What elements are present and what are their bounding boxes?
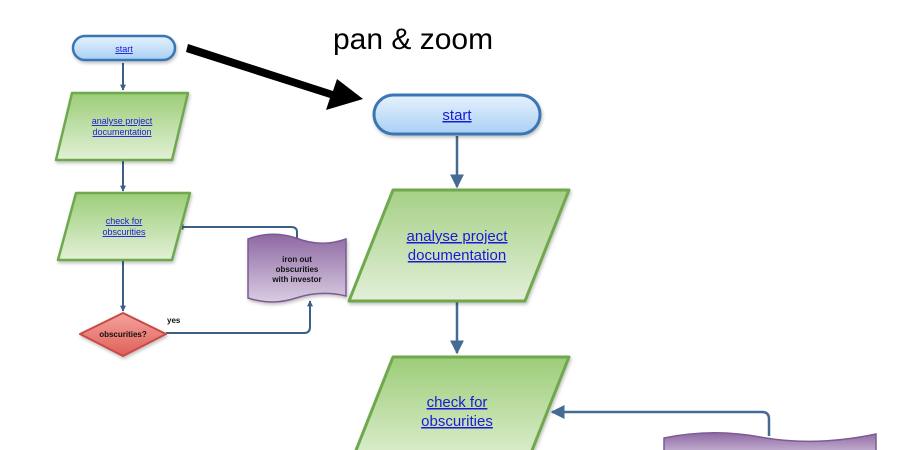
small-analyse-label-line1[interactable]: analyse project — [92, 116, 153, 126]
small-iron-out-node[interactable]: iron out obscurities with investor — [247, 233, 347, 303]
small-analyse-node[interactable]: analyse project documentation — [54, 91, 190, 162]
small-iron-out-label-line1: iron out — [282, 255, 312, 264]
small-start-label[interactable]: start — [115, 44, 133, 54]
small-check-node[interactable]: check for obscurities — [56, 191, 192, 262]
zoomed-check-node[interactable]: check for obscurities — [349, 355, 571, 450]
small-check-label-line1[interactable]: check for — [106, 216, 143, 226]
zoomed-flowchart: start analyse project documentation chec… — [347, 93, 877, 450]
small-decision-node[interactable]: obscurities? — [79, 312, 167, 357]
small-connector-iron-out-check — [177, 224, 298, 244]
pan-zoom-arrow-icon — [186, 44, 363, 110]
pan-zoom-annotation: pan & zoom — [186, 23, 493, 110]
small-decision-label: obscurities? — [99, 330, 147, 339]
small-start-node[interactable]: start — [71, 34, 177, 62]
pan-zoom-caption: pan & zoom — [333, 23, 493, 56]
zoomed-analyse-label-line1[interactable]: analyse project — [407, 228, 509, 245]
small-analyse-label-line2[interactable]: documentation — [92, 127, 151, 137]
small-check-label-line2[interactable]: obscurities — [102, 227, 146, 237]
small-iron-out-label-line2: obscurities — [276, 265, 319, 274]
zoomed-analyse-node[interactable]: analyse project documentation — [347, 188, 571, 303]
zoomed-start-node[interactable]: start — [372, 93, 542, 136]
small-yes-label: yes — [167, 316, 181, 325]
zoomed-iron-out-node[interactable] — [663, 432, 877, 450]
small-flowchart: start analyse project documentation chec… — [54, 34, 347, 357]
small-iron-out-label-line3: with investor — [271, 275, 321, 284]
zoomed-check-label-line2[interactable]: obscurities — [421, 413, 493, 430]
zoomed-check-label-line1[interactable]: check for — [427, 394, 488, 411]
zoomed-analyse-label-line2[interactable]: documentation — [408, 247, 506, 264]
small-connector-yes-iron-out — [166, 300, 313, 334]
zoomed-connector-doc-check — [550, 405, 771, 436]
zoomed-start-label[interactable]: start — [442, 107, 472, 124]
